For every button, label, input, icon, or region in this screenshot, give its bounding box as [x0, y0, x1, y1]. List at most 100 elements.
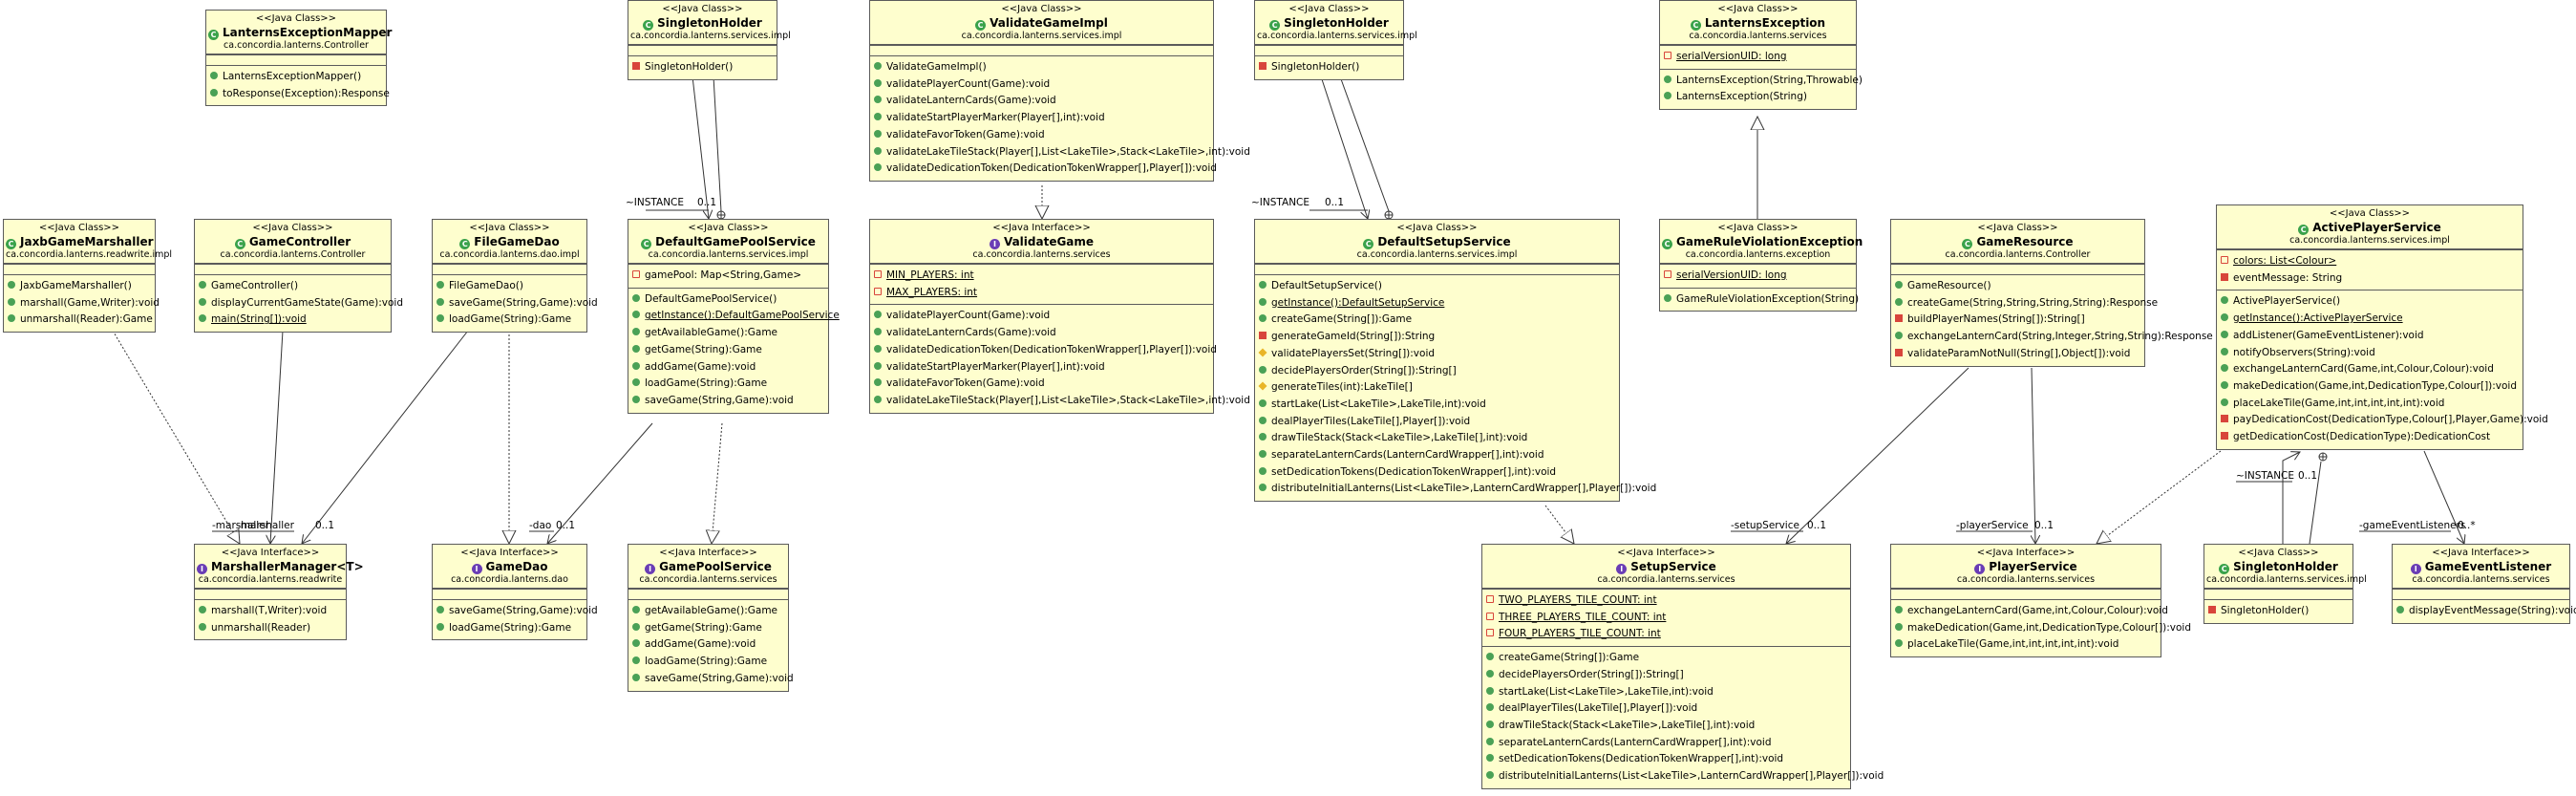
public-icon [2221, 330, 2228, 338]
private-icon [1259, 332, 1267, 340]
public-icon [1664, 75, 1671, 83]
methods-section: displayEventMessage(String):void [2393, 599, 2576, 623]
method-text: toResponse(Exception):Response [223, 87, 390, 99]
method-row: placeLakeTile(Game,int,int,int,int,int):… [1891, 636, 2161, 654]
private-icon [2221, 432, 2228, 441]
public-icon [1259, 314, 1267, 323]
assoc-resource-player [2032, 367, 2035, 544]
assoc-dao-marshaller [302, 330, 469, 544]
method-text: getGame(String):Game [645, 621, 762, 634]
method-text: getInstance():DefaultSetupService [1271, 296, 1445, 309]
class-name: JaxbGameMarshaller [20, 235, 154, 248]
class-icon: C [1363, 239, 1374, 249]
public-icon [1486, 771, 1494, 780]
public-icon [1895, 639, 1903, 648]
method-row: getAvailableGame():Game [628, 325, 828, 342]
method-row: marshall(Game,Writer):void [4, 295, 160, 312]
class-icon: C [1962, 239, 1973, 249]
method-row: saveGame(String,Game):void [628, 671, 794, 688]
method-row: marshall(T,Writer):void [195, 603, 346, 620]
private-icon [1895, 314, 1903, 323]
assoc-listeners [2423, 450, 2464, 544]
method-row: createGame(String[]):Game [1482, 650, 1850, 667]
package-label: ca.concordia.lanterns.exception [1685, 249, 1831, 260]
method-text: payDedicationCost(DedicationType,Colour[… [2233, 414, 2548, 426]
class-name: DefaultSetupService [1377, 235, 1511, 248]
class-name: GameDao [485, 560, 548, 573]
method-row: getInstance():DefaultSetupService [1255, 295, 1619, 312]
public-icon [436, 622, 444, 631]
method-row: getGame(String):Game [628, 342, 828, 359]
method-text: separateLanternCards(LanternCardWrapper[… [1499, 736, 1772, 748]
fields-section [1891, 589, 2161, 599]
method-text: LanternsException(String) [1676, 91, 1807, 103]
package-label: ca.concordia.lanterns.services.impl [1356, 249, 1518, 260]
class-name: DefaultGamePoolService [655, 235, 816, 248]
public-icon [632, 293, 640, 302]
field-row: serialVersionUID: long [1660, 49, 1856, 66]
stereotype-label: <<Java Interface>> [659, 548, 757, 558]
public-icon [199, 622, 206, 631]
package-label: ca.concordia.lanterns.readwrite [198, 574, 343, 585]
edge-label-mult-1: 0..1 [697, 197, 717, 208]
method-row: LanternsExceptionMapper() [206, 69, 386, 86]
method-row: drawTileStack(Stack<LakeTile>,LakeTile[]… [1482, 718, 1850, 735]
method-row: addGame(Game):void [628, 359, 828, 376]
method-text: marshall(Game,Writer):void [20, 296, 160, 309]
class-name: GameController [248, 235, 351, 248]
package-label: ca.concordia.lanterns.services [1956, 574, 2096, 585]
fields-section: serialVersionUID: long [1660, 45, 1856, 69]
class-name: LanternsExceptionMapper [223, 26, 393, 39]
field-icon [1486, 595, 1494, 603]
class-icon: C [459, 239, 471, 249]
public-icon [1259, 416, 1267, 424]
private-icon [1259, 62, 1267, 70]
assoc-resource-setup [1786, 367, 1969, 544]
method-text: dealPlayerTiles(LakeTile[],Player[]):voi… [1271, 415, 1471, 427]
nesting-line-3 [2309, 461, 2322, 545]
class-name: SingletonHolder [2233, 560, 2338, 573]
field-text: colors: List<Colour> [2233, 255, 2337, 267]
public-icon [1895, 606, 1903, 613]
methods-section: GameResource()createGame(String,String,S… [1891, 274, 2213, 366]
method-row: displayCurrentGameState(Game):void [195, 295, 403, 312]
public-icon [874, 378, 882, 387]
stereotype-label: <<Java Class>> [1717, 223, 1799, 233]
class-icon: C [208, 30, 219, 40]
field-row: serialVersionUID: long [1660, 268, 1856, 285]
method-text: separateLanternCards(LanternCardWrapper[… [1271, 449, 1544, 462]
class-name: MarshallerManager<T> [211, 560, 364, 573]
method-text: createGame(String[]):Game [1271, 313, 1413, 326]
class-icon: C [975, 20, 987, 31]
class-name: SingletonHolder [1284, 16, 1389, 30]
public-icon [874, 78, 882, 87]
method-text: validateParamNotNull(String[],Object[]):… [1907, 347, 2131, 359]
method-row: drawTileStack(Stack<LakeTile>,LakeTile[]… [1255, 430, 1619, 447]
